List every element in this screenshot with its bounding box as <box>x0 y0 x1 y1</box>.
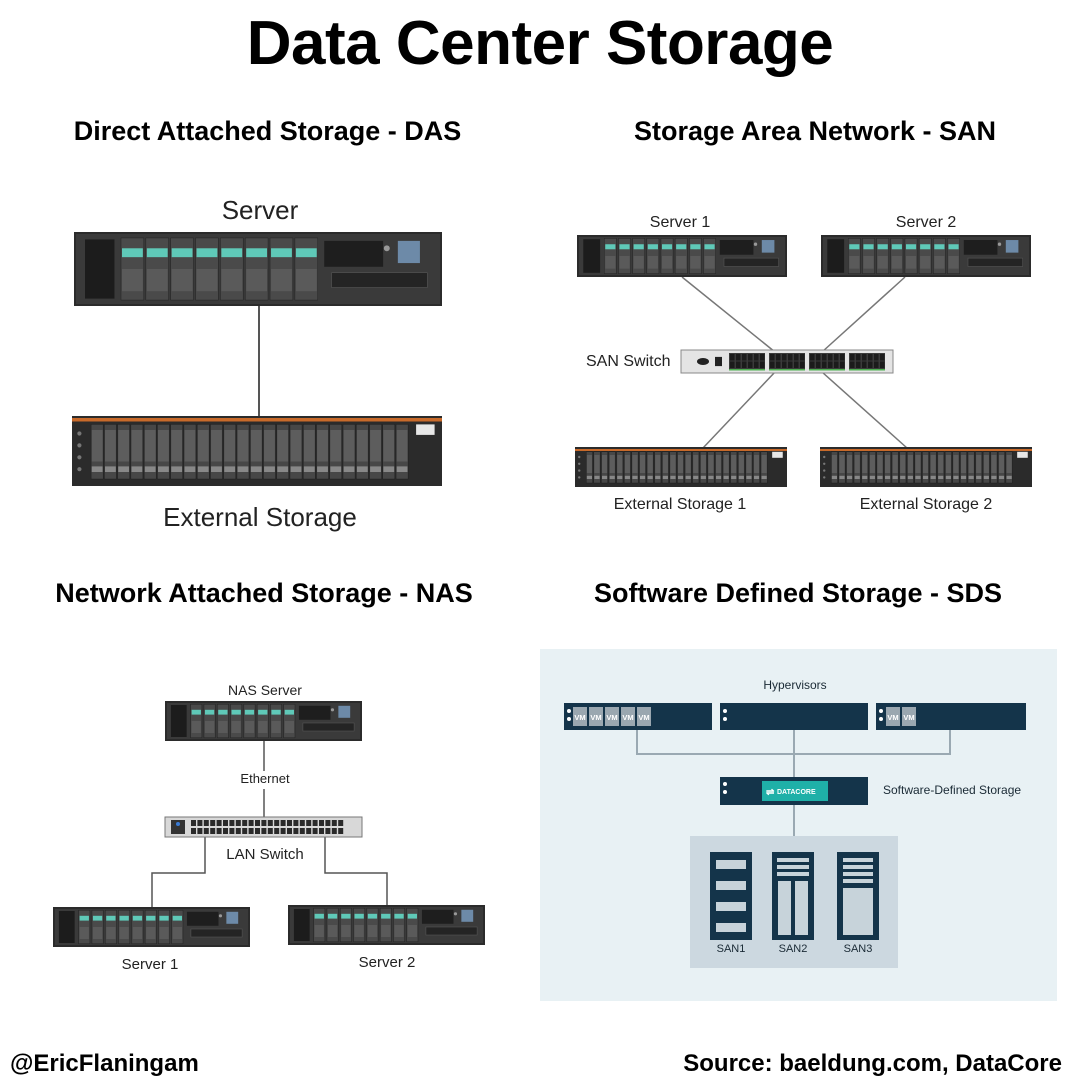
san-unit-2: SAN2 <box>772 852 814 955</box>
vm-box <box>573 707 587 726</box>
san-unit-3: SAN3 <box>837 852 879 955</box>
sds-hypervisors-label: Hypervisors <box>763 678 827 692</box>
nas-server-icon <box>165 701 362 741</box>
san-switch-icon <box>680 349 894 374</box>
san-storage2-label: External Storage 2 <box>859 496 993 513</box>
datacore-label: DATACORE <box>777 789 816 796</box>
nas-server1-label: Server 1 <box>121 956 179 973</box>
nas-link-server2 <box>324 836 388 906</box>
das-server-icon <box>74 232 442 306</box>
san-link-storage1 <box>702 371 776 449</box>
san-unit-1: SAN1 <box>710 852 752 955</box>
sds-title: Software Defined Storage - SDS <box>593 578 1003 608</box>
vm-label: VM <box>903 713 914 722</box>
das-storage-label: External Storage <box>163 502 357 532</box>
datacore-badge <box>762 781 828 801</box>
vm-label: VM <box>638 713 649 722</box>
vm-box <box>886 707 900 726</box>
vm-box <box>902 707 916 726</box>
san-storage1-icon <box>575 447 787 487</box>
das-title: Direct Attached Storage - DAS <box>73 116 462 146</box>
hypervisor-dots <box>567 709 883 721</box>
vm-boxes: VM VM VM VM VM VM VM <box>573 707 916 726</box>
page-title: Data Center Storage <box>246 9 834 78</box>
san-server1-label: Server 1 <box>649 214 711 231</box>
nas-switch-icon <box>164 816 363 838</box>
vm-box <box>589 707 603 726</box>
nas-server1-icon <box>53 907 250 947</box>
vm-label: VM <box>622 713 633 722</box>
vm-label: VM <box>887 713 898 722</box>
nas-server2-icon <box>288 905 485 945</box>
nas-switch-label: LAN Switch <box>226 846 304 863</box>
nas-ethernet-label: Ethernet <box>240 771 290 786</box>
san-unit-label: SAN1 <box>717 943 746 955</box>
san-link-storage2 <box>821 371 908 449</box>
san-link-server2 <box>821 276 906 353</box>
san-server2-label: Server 2 <box>895 214 957 231</box>
vm-label: VM <box>606 713 617 722</box>
san-storage2-icon <box>820 447 1032 487</box>
sds-software-defined-label: Software-Defined Storage <box>883 783 1022 797</box>
san-link-server1 <box>681 276 776 353</box>
vm-box <box>637 707 651 726</box>
nas-server2-label: Server 2 <box>358 954 416 971</box>
nas-server-label: NAS Server <box>228 682 302 698</box>
san-server1-icon <box>577 235 787 277</box>
hypervisor-3 <box>876 703 1026 730</box>
das-storage-icon <box>72 416 442 486</box>
san-units: SAN1 SAN2 SAN3 <box>710 852 879 955</box>
vm-label: VM <box>574 713 585 722</box>
san-server2-icon <box>821 235 1031 277</box>
datacore-arrow-icon: ⇌ <box>766 787 775 798</box>
vm-box <box>605 707 619 726</box>
san-unit-label: SAN3 <box>844 943 873 955</box>
san-storage1-label: External Storage 1 <box>613 496 747 513</box>
das-server-label: Server <box>221 195 299 225</box>
vm-box <box>621 707 635 726</box>
hypervisor-2 <box>720 703 868 730</box>
vm-label: VM <box>590 713 601 722</box>
footer-source: Source: baeldung.com, DataCore <box>683 1050 1062 1077</box>
footer-author: @EricFlaningam <box>10 1050 199 1077</box>
san-title: Storage Area Network - SAN <box>633 116 997 146</box>
nas-title: Network Attached Storage - NAS <box>55 578 473 608</box>
nas-link-server1 <box>151 836 206 908</box>
san-unit-label: SAN2 <box>779 943 808 955</box>
san-switch-label: SAN Switch <box>586 353 671 370</box>
